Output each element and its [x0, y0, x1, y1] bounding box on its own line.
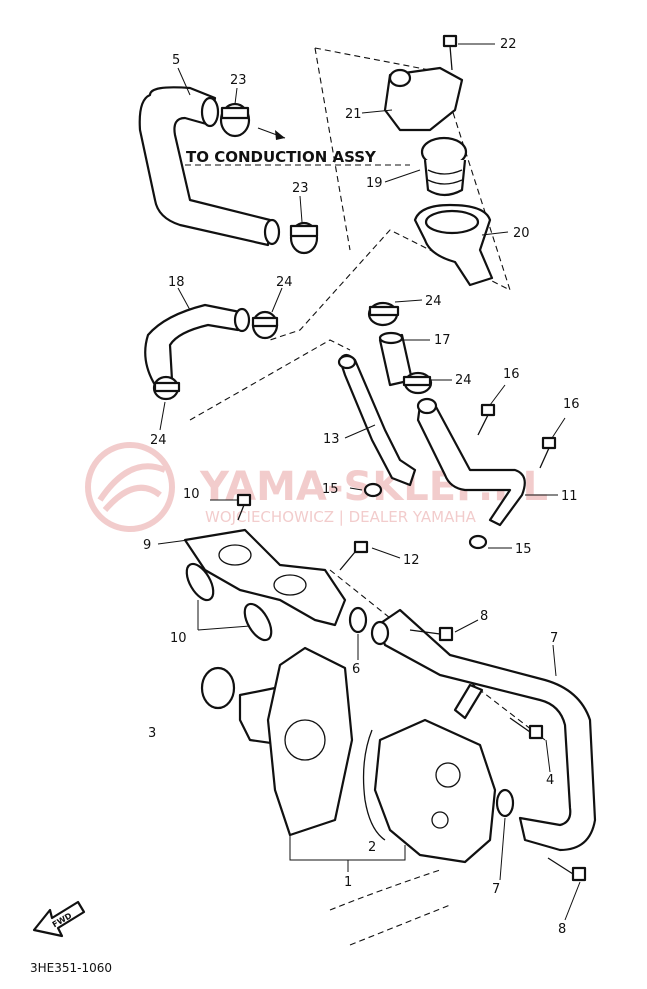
callout-16-a: 16 — [503, 367, 520, 382]
clamp-24-c — [367, 301, 400, 327]
callout-23-top: 23 — [230, 73, 247, 88]
pipe-6 — [376, 608, 597, 852]
pipe-6-end — [370, 620, 390, 646]
watermark-logo-mark — [97, 463, 167, 512]
callout-15-a: 15 — [322, 482, 339, 497]
hose-5 — [138, 86, 272, 247]
clamp-23-bottom — [289, 221, 319, 255]
callout-19: 19 — [366, 176, 383, 191]
callout-16-b: 16 — [563, 397, 580, 412]
bolt-22 — [442, 34, 458, 71]
callout-7-a: 6 — [352, 662, 360, 677]
water-pump-cover-2 — [373, 718, 497, 864]
callout-18: 18 — [168, 275, 185, 290]
o-ring-7-a — [348, 606, 368, 634]
o-ring-10-b — [243, 602, 273, 642]
leader-lines — [157, 43, 581, 921]
callout-20: 20 — [513, 226, 530, 241]
pipe-6-branch — [453, 683, 484, 720]
bolt-16-b — [539, 436, 557, 469]
callout-15-b: 15 — [515, 542, 532, 557]
callout-24-a: 24 — [276, 275, 293, 290]
hose-5-end-b — [263, 218, 281, 246]
callout-4: 4 — [546, 773, 554, 788]
callout-3: 3 — [148, 726, 156, 741]
callout-22: 22 — [500, 37, 517, 52]
callout-1: 1 — [344, 875, 352, 890]
callout-13: 11 — [561, 489, 578, 504]
callout-24-d: 24 — [455, 373, 472, 388]
callout-7-b: 7 — [492, 882, 500, 897]
bolt-4 — [509, 717, 544, 740]
callout-10: 10 — [170, 631, 187, 646]
callout-11: 12 — [403, 553, 420, 568]
bracket-1-2 — [289, 835, 406, 861]
watermark-dealer: WOJCIECHOWICZ | DEALER YAMAHA — [205, 508, 477, 526]
callout-23-bottom: 23 — [292, 181, 309, 196]
note-to-conduction: TO CONDUCTION ASSY — [186, 148, 377, 166]
thermostat-housing-20 — [413, 203, 494, 287]
hose-18 — [144, 303, 242, 387]
callout-8-b: 8 — [558, 922, 566, 937]
fwd-arrow-icon — [32, 900, 86, 938]
diagram-code: 3HE351-1060 — [30, 961, 112, 975]
pipe-13-end — [416, 397, 438, 415]
callout-8-a: 8 — [480, 609, 488, 624]
o-ring-15-a — [363, 482, 383, 498]
callout-6: 7 — [550, 631, 558, 646]
watermark-logo — [85, 442, 175, 532]
callout-24-b: 24 — [150, 433, 167, 448]
callout-14: 13 — [323, 432, 340, 447]
clamp-24-b — [152, 375, 181, 401]
callout-9: 9 — [143, 538, 151, 553]
callout-12: 10 — [183, 487, 200, 502]
water-pump-housing — [266, 646, 354, 837]
callout-5: 5 — [172, 53, 180, 68]
callout-17: 17 — [434, 333, 451, 348]
outline-upper-left — [314, 47, 351, 251]
o-ring-15-b — [468, 534, 488, 550]
arrow-conduction-head — [275, 130, 285, 140]
bolt-8-b — [547, 857, 587, 882]
pump-o-ring — [200, 666, 236, 710]
clamp-24-d — [402, 371, 433, 395]
clamp-23-top — [219, 102, 251, 138]
hose-5-end-a — [200, 96, 220, 128]
callout-24-c: 24 — [425, 294, 442, 309]
bolt-11 — [339, 540, 369, 571]
flange-9 — [183, 528, 347, 627]
bolt-8-a — [409, 626, 454, 642]
callout-21: 21 — [345, 107, 362, 122]
pipe-14-end — [337, 354, 357, 370]
callout-labels: 5 23 23 22 21 19 20 18 24 24 17 24 24 16… — [143, 37, 580, 937]
outline-mid — [189, 339, 351, 421]
gasket-outline — [362, 729, 386, 841]
o-ring-10-a — [185, 562, 215, 602]
bolt-16-a — [477, 403, 496, 436]
thermostat-19 — [420, 136, 468, 197]
fwd-arrow: FWD — [32, 900, 86, 938]
hose-18-end — [233, 307, 251, 333]
outline-bottom — [329, 869, 451, 946]
pipe-17 — [378, 331, 414, 387]
o-ring-7-b — [495, 788, 515, 818]
cover-21-port — [388, 68, 412, 88]
clamp-24-a — [251, 310, 279, 340]
callout-2: 2 — [368, 840, 376, 855]
